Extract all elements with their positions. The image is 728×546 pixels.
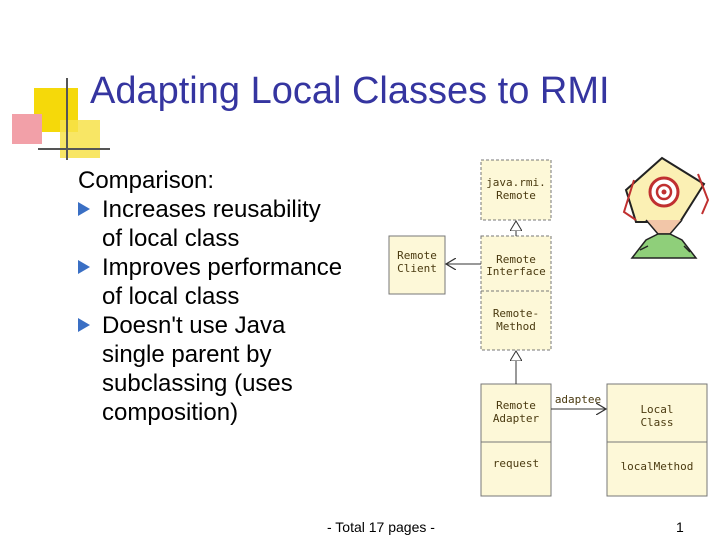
slide-title: Adapting Local Classes to RMI — [90, 70, 610, 112]
remote-method-label-1: Remote- — [493, 307, 539, 320]
bullet-arrow-icon — [78, 318, 90, 332]
remote-adapter-box — [480, 383, 552, 497]
remote-interface-box — [480, 235, 552, 351]
decor-horizontal-line — [38, 148, 110, 150]
comparison-label: Comparison: — [78, 167, 215, 194]
remote-interface-label-1: Remote — [496, 253, 536, 266]
local-class-label-1: Local — [640, 403, 673, 416]
decor-pink-square — [12, 114, 42, 144]
decor-vertical-line — [66, 78, 68, 160]
bullet-arrow-icon — [78, 260, 90, 274]
bullet-item: Improves performance of local class — [78, 253, 388, 311]
local-method-label: localMethod — [621, 460, 694, 473]
bullet-line: Improves performance — [102, 254, 343, 281]
bullet-item: Increases reusability of local class — [78, 195, 388, 253]
remote-adapter-label-1: Remote — [496, 399, 536, 412]
remote-interface-label-2: Interface — [486, 265, 546, 278]
adaptee-label: adaptee — [555, 393, 601, 406]
footer-total-pages: - Total 17 pages - — [327, 519, 435, 535]
java-rmi-remote-label-1: java.rmi. — [486, 176, 546, 189]
request-method-label: request — [493, 457, 539, 470]
bullet-arrow-icon — [78, 202, 90, 216]
local-class-label-2: Class — [640, 416, 673, 429]
bullet-line: composition) — [102, 399, 239, 426]
footer-page-number: 1 — [676, 519, 684, 535]
bullet-line: Doesn't use Java — [102, 312, 286, 339]
bullet-line: Increases reusability — [102, 196, 321, 223]
bullet-line: single parent by — [102, 341, 272, 368]
bullet-line: subclassing (uses — [102, 370, 293, 397]
slide-content: Comparison: Increases reusability of loc… — [78, 166, 388, 427]
bullet-line: of local class — [102, 225, 240, 252]
remote-method-label-2: Method — [496, 320, 536, 333]
java-rmi-remote-label-2: Remote — [496, 189, 536, 202]
remote-client-label-2: Client — [397, 262, 437, 275]
bullet-item: Doesn't use Java single parent by subcla… — [78, 311, 388, 427]
remote-client-box — [388, 235, 446, 295]
thinking-person-clipart — [622, 156, 710, 259]
remote-client-label-1: Remote — [397, 249, 437, 262]
remote-adapter-label-2: Adapter — [493, 412, 540, 425]
bullet-line: of local class — [102, 283, 240, 310]
java-rmi-remote-box — [480, 159, 552, 221]
local-class-box — [606, 383, 708, 497]
